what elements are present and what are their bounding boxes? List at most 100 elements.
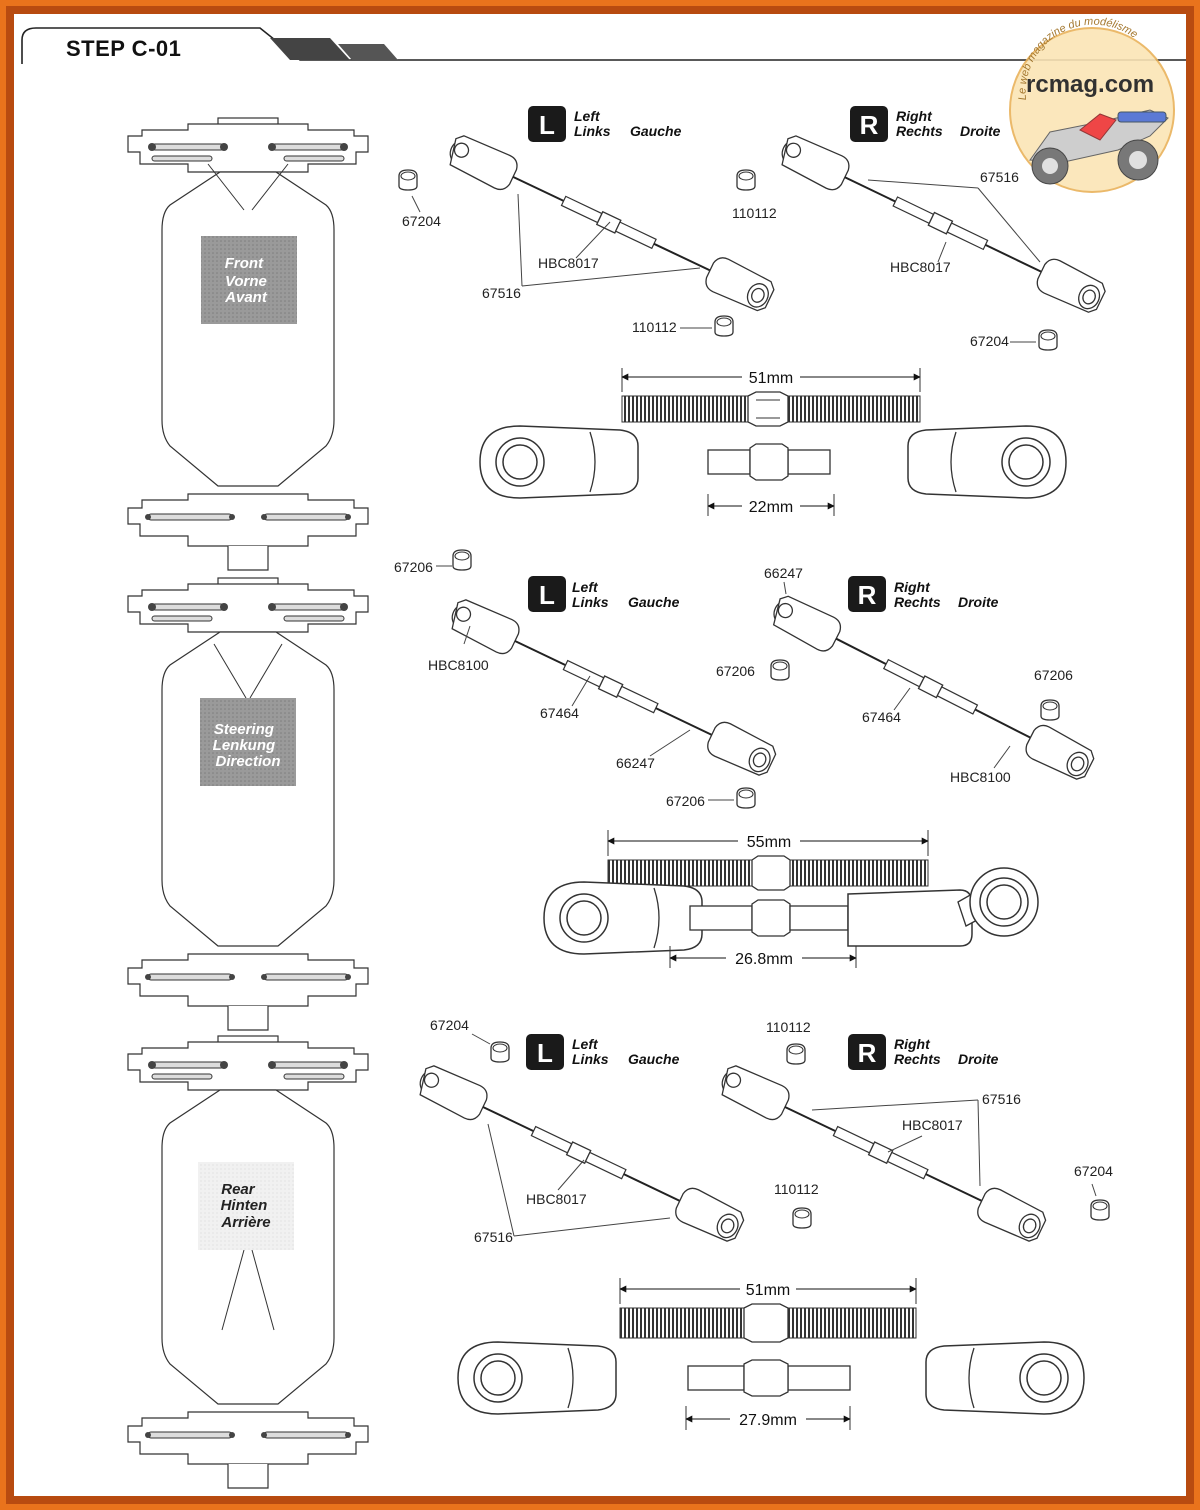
svg-text:Rechts: Rechts	[894, 594, 941, 610]
part-67464: 67464	[862, 709, 901, 725]
svg-text:Steering Lenkung D: Steering Lenkung Direction	[213, 721, 281, 770]
part-110112: 110112	[766, 1019, 811, 1035]
buggy-icon	[1029, 109, 1169, 185]
part-HBC8017: HBC8017	[890, 259, 951, 275]
label-front-de: Vorne	[225, 273, 267, 290]
label-steering-fr: Direction	[215, 753, 280, 770]
part-66247: 66247	[764, 565, 803, 581]
part-67204: 67204	[430, 1017, 469, 1033]
section-rear: Rear Hinten Arrière L Left Links Gauche …	[127, 1017, 1113, 1489]
side-badge-right: R Right Rechts Droite	[850, 106, 1001, 142]
link-rear-left	[412, 1060, 749, 1247]
svg-text:Left: Left	[574, 108, 601, 124]
dimension-overall: 51mm	[749, 370, 793, 387]
svg-text:Links: Links	[574, 123, 611, 139]
svg-text:Gauche: Gauche	[628, 594, 680, 610]
label-steering-de: Lenkung	[213, 737, 276, 754]
ball-110112-rl	[792, 1207, 812, 1229]
ball-67204-rl	[490, 1041, 510, 1063]
svg-text:Rechts: Rechts	[896, 123, 943, 139]
chassis-label-box	[198, 1162, 294, 1250]
label-rear-fr: Arrière	[220, 1214, 270, 1231]
chassis-label-box	[201, 236, 297, 324]
label-rear-en: Rear	[221, 1181, 256, 1198]
part-67204: 67204	[970, 333, 1009, 349]
manual-page: STEP C-01 Le web magazine du modélisme r…	[14, 14, 1186, 1496]
section-steering: Steering Lenkung Direction L Left Links …	[127, 549, 1099, 1031]
part-67516: 67516	[982, 1091, 1021, 1107]
part-110112: 110112	[732, 205, 777, 221]
step-title: STEP C-01	[66, 36, 181, 61]
svg-text:Gauche: Gauche	[630, 123, 682, 139]
part-HBC8100: HBC8100	[428, 657, 489, 673]
label-front-en: Front	[225, 255, 264, 272]
header-stripes	[270, 38, 398, 60]
ball-67206-sl-top	[452, 549, 472, 571]
part-67204: 67204	[1074, 1163, 1113, 1179]
part-66247: 66247	[616, 755, 655, 771]
side-badge-right: R Right Rechts Droite	[848, 1034, 999, 1070]
part-67206: 67206	[666, 793, 705, 809]
label-steering-en: Steering	[214, 721, 274, 738]
part-67206: 67206	[394, 559, 433, 575]
svg-text:R: R	[858, 580, 877, 610]
svg-text:Links: Links	[572, 1051, 609, 1067]
side-badge-left: L Left Links Gauche	[528, 106, 682, 142]
link-steering-left	[444, 594, 781, 781]
chassis-rear-diagram	[127, 1035, 369, 1489]
dimension-drawing-front: 51mm 22mm	[479, 368, 1067, 516]
svg-text:Front Vorne Avant: Front Vorne Avant	[224, 255, 271, 306]
part-67206: 67206	[1034, 667, 1073, 683]
link-rear-right	[714, 1060, 1051, 1247]
part-HBC8017: HBC8017	[538, 255, 599, 271]
svg-text:Left: Left	[572, 1036, 599, 1052]
step-header: STEP C-01	[21, 27, 1186, 64]
side-badge-left: L Left Links Gauche	[526, 1034, 680, 1070]
rcmag-watermark: Le web magazine du modélisme rcmag.com	[1009, 16, 1175, 193]
svg-text:Rear Hinten Arrièr: Rear Hinten Arrière	[220, 1181, 271, 1231]
part-67516: 67516	[482, 285, 521, 301]
ball-67204-rr	[1090, 1199, 1110, 1221]
svg-text:Droite: Droite	[958, 1051, 999, 1067]
svg-text:Rechts: Rechts	[894, 1051, 941, 1067]
part-110112: 110112	[632, 319, 677, 335]
side-badge-left: L Left Links Gauche	[528, 576, 680, 612]
chassis-label-box	[200, 698, 296, 786]
svg-text:L: L	[539, 580, 555, 610]
part-67206: 67206	[716, 663, 755, 679]
label-rear-de: Hinten	[221, 1197, 268, 1214]
ball-110112-fr	[736, 169, 756, 191]
dimension-inner: 26.8mm	[735, 951, 793, 968]
ball-67204-fr	[1038, 329, 1058, 351]
dimension-drawing-rear: 51mm 27.9mm	[457, 1278, 1085, 1430]
dimension-inner: 22mm	[749, 499, 793, 516]
part-HBC8017: HBC8017	[902, 1117, 963, 1133]
part-67516: 67516	[474, 1229, 513, 1245]
ball-67204-fl	[398, 169, 418, 191]
watermark-site: rcmag.com	[1026, 71, 1154, 98]
svg-text:Left: Left	[572, 579, 599, 595]
svg-text:L: L	[539, 110, 555, 140]
chassis-steering-diagram	[127, 577, 369, 1031]
svg-text:Gauche: Gauche	[628, 1051, 680, 1067]
svg-text:R: R	[858, 1038, 877, 1068]
svg-text:Links: Links	[572, 594, 609, 610]
section-front: Front Vorne Avant L Left Links Gauche R …	[127, 106, 1110, 571]
ball-67206-sr-left	[770, 659, 790, 681]
svg-text:Right: Right	[894, 1036, 931, 1052]
label-front-fr: Avant	[224, 289, 268, 306]
part-HBC8017: HBC8017	[526, 1191, 587, 1207]
ball-67206-sr-right	[1040, 699, 1060, 721]
svg-text:Right: Right	[894, 579, 931, 595]
dimension-inner: 27.9mm	[739, 1412, 797, 1429]
dimension-overall: 51mm	[746, 1282, 790, 1299]
chassis-front-diagram	[127, 117, 369, 571]
svg-text:L: L	[537, 1038, 553, 1068]
ball-110112-rr	[786, 1043, 806, 1065]
part-110112: 110112	[774, 1181, 819, 1197]
ball-110112-fl	[714, 315, 734, 337]
svg-text:Droite: Droite	[958, 594, 999, 610]
dimension-overall: 55mm	[747, 834, 791, 851]
side-badge-right: R Right Rechts Droite	[848, 576, 999, 612]
dimension-drawing-steering: 55mm 26.8mm	[543, 830, 1039, 968]
